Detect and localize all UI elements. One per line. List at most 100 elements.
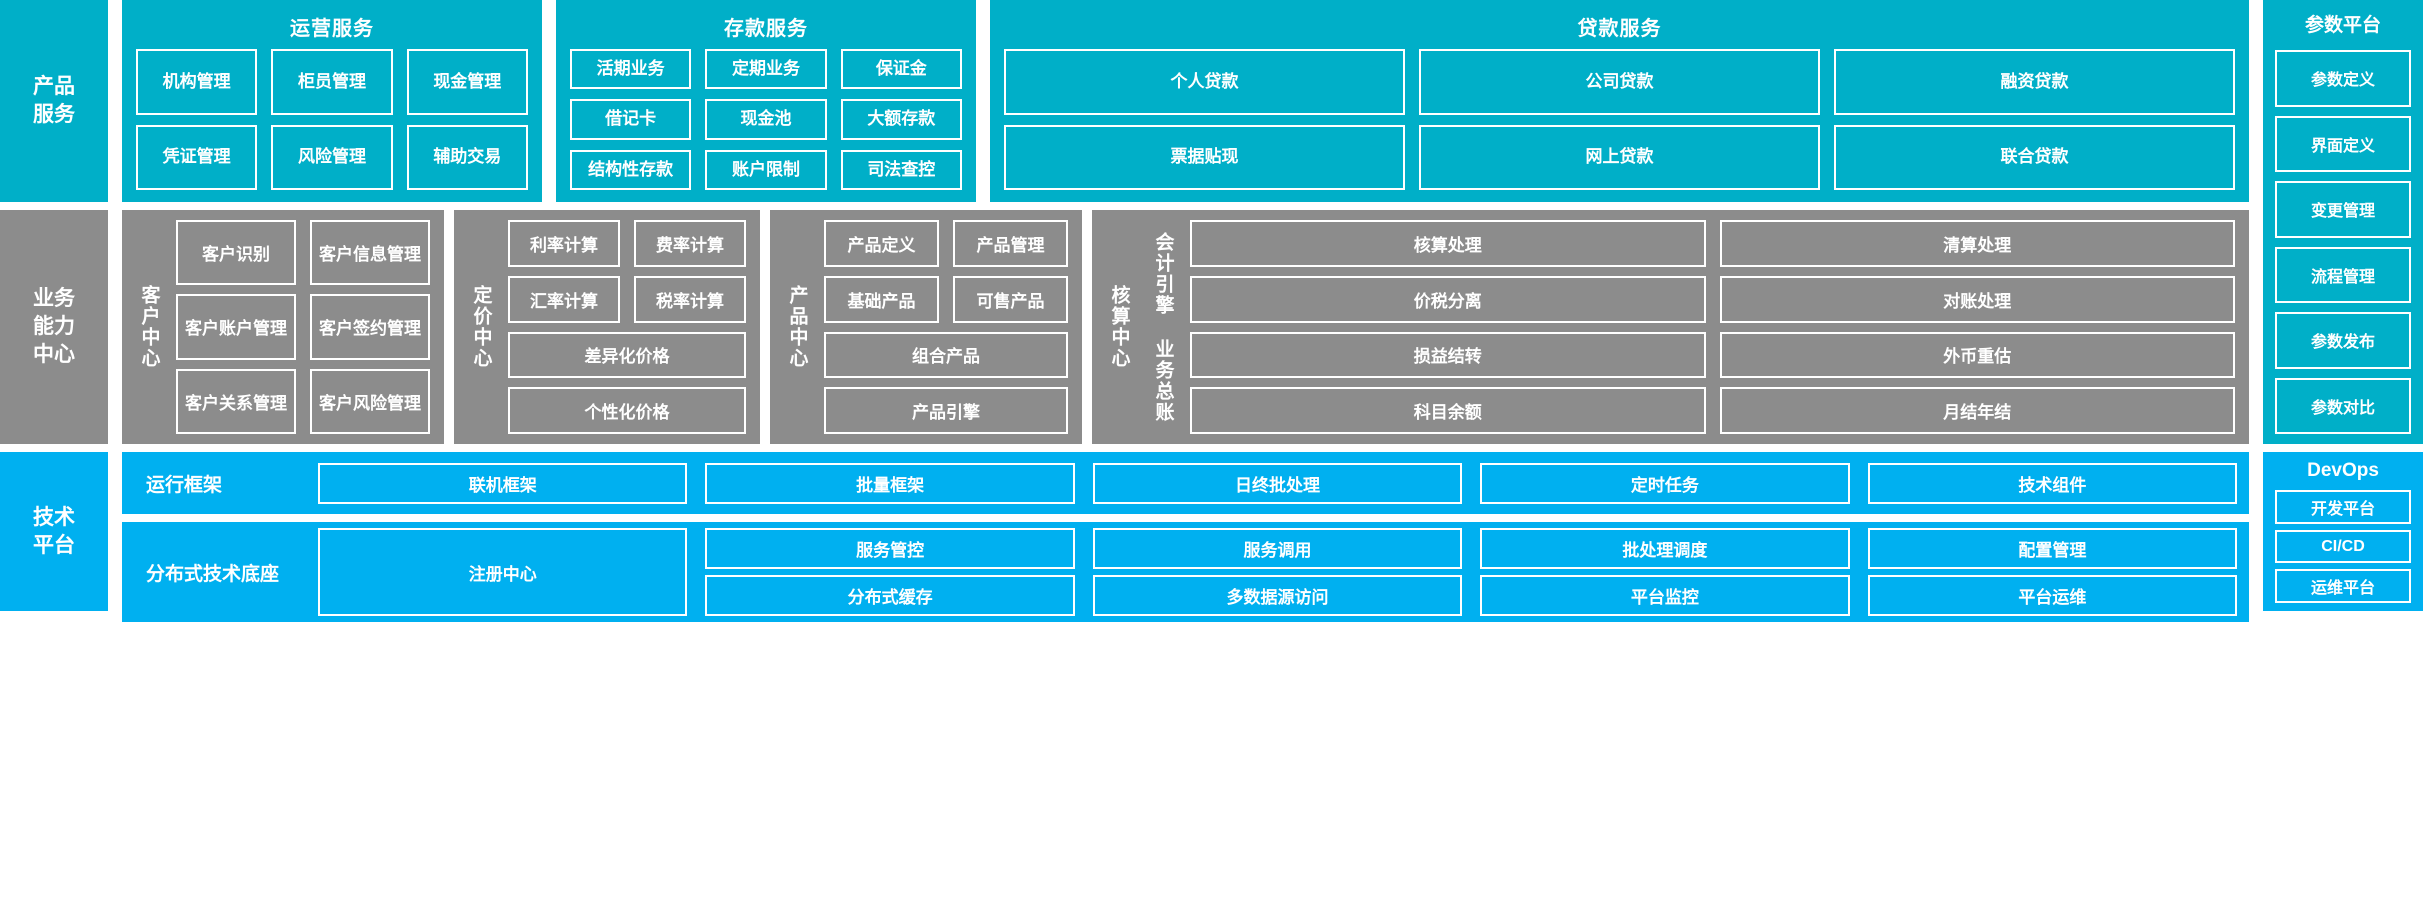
center-product[interactable]: 产品中心 产品定义 产品管理 基础产品 可售产品 组合产品 产品引擎 [770,210,1082,444]
center-pricing[interactable]: 定价中心 利率计算 费率计算 汇率计算 税率计算 差异化价格 个性化价格 [454,210,760,444]
center-row: 产品定义 产品管理 [824,220,1068,267]
center-cell[interactable]: 核算处理 [1190,220,1706,267]
center-sublabel-business-ledger: 业务总账 [1152,338,1174,423]
parameter-item[interactable]: 流程管理 [2275,246,2411,303]
tech-row-distributed-base[interactable]: 分布式技术底座 注册中心 服务管控 分布式缓存 服务调用 多数据源访问 批处理调… [122,522,2249,622]
service-cell[interactable]: 机构管理 [136,49,258,115]
center-cell[interactable]: 个性化价格 [508,387,746,434]
service-cell[interactable]: 公司贷款 [1419,49,1820,115]
group-loan-services[interactable]: 贷款服务 个人贷款 公司贷款 融资贷款 票据贴现 网上贷款 联合贷款 [990,0,2249,202]
service-cell[interactable]: 账户限制 [705,149,827,190]
technology-rows: 运行框架 联机框架 批量框架 日终批处理 定时任务 技术组件 [122,452,2249,622]
service-cell[interactable]: 现金池 [705,99,827,140]
devops-item[interactable]: 开发平台 [2275,490,2411,524]
service-cell[interactable]: 票据贴现 [1004,124,1405,190]
group-deposit-services[interactable]: 存款服务 活期业务 定期业务 保证金 借记卡 现金池 大额存款 结构性存款 账户 [556,0,976,202]
tech-cell[interactable]: 配置管理 [1867,528,2238,569]
center-cell[interactable]: 差异化价格 [508,331,746,379]
group-devops[interactable]: DevOps 开发平台 CI/CD 运维平台 [2263,452,2423,611]
tech-cell[interactable]: 注册中心 [318,528,688,616]
tech-cell[interactable]: 批处理调度 [1480,528,1850,569]
center-label-accounting: 核算中心 [1108,285,1130,369]
center-cell[interactable]: 客户签约管理 [310,294,430,360]
center-cell[interactable]: 客户账户管理 [176,294,296,360]
service-cell[interactable]: 借记卡 [570,99,692,140]
tech-cell[interactable]: 平台监控 [1480,575,1850,616]
center-cell[interactable]: 客户关系管理 [176,368,296,434]
parameter-item[interactable]: 参数发布 [2275,312,2411,369]
layer-technology-platform: 技术平台 运行框架 联机框架 批量框架 日终批处理 定时任务 [0,452,2423,622]
center-cell[interactable]: 产品引擎 [824,387,1068,434]
center-row: 利率计算 费率计算 [508,220,746,267]
service-cell[interactable]: 凭证管理 [136,124,258,190]
service-row: 结构性存款 账户限制 司法查控 [570,149,962,190]
center-row: 核算处理 清算处理 [1190,220,2235,267]
center-cell[interactable]: 客户信息管理 [310,220,430,286]
center-cell[interactable]: 价税分离 [1190,275,1706,323]
service-cell[interactable]: 柜员管理 [271,49,393,115]
service-cell[interactable]: 司法查控 [840,149,962,190]
center-cell[interactable]: 利率计算 [508,220,620,267]
tech-cell[interactable]: 分布式缓存 [705,575,1075,616]
tech-row-runtime-framework[interactable]: 运行框架 联机框架 批量框架 日终批处理 定时任务 技术组件 [122,452,2249,514]
parameter-item[interactable]: 变更管理 [2275,181,2411,238]
center-cell[interactable]: 对账处理 [1719,275,2235,323]
service-cell[interactable]: 个人贷款 [1004,49,1405,115]
center-cell[interactable]: 客户风险管理 [310,368,430,434]
tech-cell[interactable]: 服务管控 [705,528,1075,569]
center-cell[interactable]: 税率计算 [634,275,746,323]
tech-cell[interactable]: 定时任务 [1480,462,1850,504]
center-cell[interactable]: 组合产品 [824,331,1068,379]
service-cell[interactable]: 定期业务 [705,49,827,90]
center-cell[interactable]: 基础产品 [824,275,939,323]
center-cell[interactable]: 汇率计算 [508,275,620,323]
tech-cell[interactable]: 平台运维 [1867,575,2238,616]
devops-item[interactable]: CI/CD [2275,529,2411,564]
center-row: 汇率计算 税率计算 [508,275,746,323]
tech-row-label-runtime: 运行框架 [146,474,223,496]
tech-cell[interactable]: 联机框架 [318,462,688,504]
center-cell[interactable]: 客户识别 [176,220,296,286]
group-operation-services[interactable]: 运营服务 机构管理 柜员管理 现金管理 凭证管理 风险管理 辅助交易 [122,0,542,202]
parameter-item[interactable]: 界面定义 [2275,115,2411,172]
tech-cell[interactable]: 批量框架 [705,462,1075,504]
service-cell[interactable]: 保证金 [840,49,962,90]
service-cell[interactable]: 结构性存款 [570,149,692,190]
center-row: 差异化价格 [508,331,746,379]
group-title-operation-services: 运营服务 [290,18,374,40]
service-cell[interactable]: 联合贷款 [1834,124,2235,190]
center-cell[interactable]: 费率计算 [634,220,746,267]
service-cell[interactable]: 辅助交易 [406,124,528,190]
service-cell[interactable]: 活期业务 [570,49,692,90]
service-cell[interactable]: 现金管理 [406,49,528,115]
tech-cell[interactable]: 技术组件 [1867,462,2238,504]
devops-item[interactable]: 运维平台 [2275,569,2411,604]
service-cell[interactable]: 风险管理 [271,124,393,190]
center-row: 客户识别 客户信息管理 [176,220,430,286]
service-cell[interactable]: 网上贷款 [1419,124,1820,190]
center-row: 价税分离 对账处理 [1190,275,2235,323]
center-cell[interactable]: 清算处理 [1719,220,2235,267]
service-cell[interactable]: 融资贷款 [1834,49,2235,115]
center-cell[interactable]: 可售产品 [953,275,1068,323]
tech-cell[interactable]: 服务调用 [1092,528,1463,569]
parameter-item[interactable]: 参数对比 [2275,377,2411,434]
center-cell[interactable]: 外币重估 [1719,331,2235,379]
tech-cell[interactable]: 日终批处理 [1092,462,1463,504]
capability-centers: 客户中心 客户识别 客户信息管理 客户账户管理 客户签约管理 客户关系管理 客户… [122,210,2249,444]
group-title-loan-services: 贷款服务 [1577,18,1662,40]
center-row: 组合产品 [824,331,1068,379]
center-accounting[interactable]: 核算中心 会计引擎 业务总账 核算处理 清算处理 价税分离 对账处理 损益结 [1092,210,2249,444]
service-cell[interactable]: 大额存款 [840,99,962,140]
tech-col: 服务管控 分布式缓存 [705,528,1075,616]
center-cell[interactable]: 产品定义 [824,220,939,267]
center-customer[interactable]: 客户中心 客户识别 客户信息管理 客户账户管理 客户签约管理 客户关系管理 客户… [122,210,444,444]
center-cell[interactable]: 科目余额 [1190,387,1706,434]
tech-cell[interactable]: 多数据源访问 [1092,575,1463,616]
parameter-item[interactable]: 参数定义 [2275,50,2411,107]
center-cell[interactable]: 产品管理 [953,220,1068,267]
group-parameter-platform[interactable]: 参数平台 参数定义 界面定义 变更管理 流程管理 参数发布 参数对比 [2263,0,2423,444]
layer-label-product-services: 产品服务 [0,0,108,202]
center-cell[interactable]: 月结年结 [1719,387,2235,434]
center-cell[interactable]: 损益结转 [1190,331,1706,379]
